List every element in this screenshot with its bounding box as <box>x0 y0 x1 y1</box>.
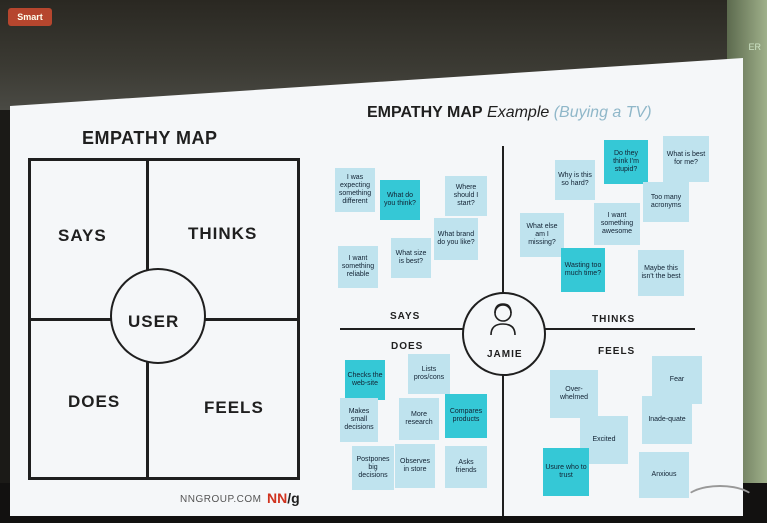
sticky-note: Anxious <box>639 452 689 498</box>
logo-nn: NN <box>267 490 288 506</box>
left-feels-label: FEELS <box>204 398 264 417</box>
sticky-note: I want something awesome <box>594 203 640 245</box>
sticky-note: Wasting too much time? <box>561 248 605 292</box>
sticky-note: Do they think I'm stupid? <box>604 140 648 184</box>
sticky-note: Too many acronyms <box>643 182 689 222</box>
user-label: USER <box>128 312 180 331</box>
sticky-note: Maybe this isn't the best <box>638 250 684 296</box>
user-circle <box>110 268 206 364</box>
sticky-note: Compares products <box>445 394 487 438</box>
store-sign: Smart <box>8 8 52 26</box>
sticky-note: Checks the web-site <box>345 360 385 400</box>
side-label: ER <box>748 42 761 52</box>
sticky-note: Lists pros/cons <box>408 354 450 394</box>
sticky-note: What brand do you like? <box>434 218 478 260</box>
right-title-bold: EMPATHY MAP <box>367 104 483 121</box>
sticky-note: I was expecting something different <box>335 168 375 212</box>
sticky-note: Inade-quate <box>642 396 692 444</box>
persona-circle <box>462 292 546 376</box>
left-map-title: EMPATHY MAP <box>82 128 218 148</box>
nng-logo: NN/g <box>267 490 300 506</box>
sticky-note: Over-whelmed <box>550 370 598 418</box>
left-says-label: SAYS <box>58 226 107 245</box>
sticky-note: What else am I missing? <box>520 213 564 257</box>
cable <box>683 485 757 519</box>
sticky-note: Makes small decisions <box>340 398 378 442</box>
sticky-note: Where should I start? <box>445 176 487 216</box>
footer-site: NNGROUP.COM <box>180 494 262 505</box>
logo-g: /g <box>287 490 300 506</box>
left-thinks-label: THINKS <box>188 224 258 243</box>
persona-icon <box>490 303 516 336</box>
left-does-label: DOES <box>68 392 121 411</box>
sticky-note: Observes in store <box>395 444 435 488</box>
sticky-note: What do you think? <box>380 180 420 220</box>
right-feels-label: FEELS <box>598 346 636 357</box>
slide-content: EMPATHY MAP USER SAYS THINKS DOES FEELS … <box>10 58 743 516</box>
persona-name: JAMIE <box>487 349 523 360</box>
right-map-title: EMPATHY MAP Example (Buying a TV) <box>367 104 652 122</box>
right-title-italic: Example <box>487 104 550 121</box>
right-does-label: DOES <box>391 341 424 352</box>
sticky-note: Usure who to trust <box>543 448 589 496</box>
sticky-note: Asks friends <box>445 446 487 488</box>
sticky-note: What is best for me? <box>663 136 709 182</box>
sticky-note: Postpones big decisions <box>352 446 394 490</box>
sticky-note: More research <box>399 398 439 440</box>
sticky-note: Why is this so hard? <box>555 160 595 200</box>
right-thinks-label: THINKS <box>592 314 636 325</box>
right-says-label: SAYS <box>390 311 421 322</box>
sticky-note: What size is best? <box>391 238 431 278</box>
right-title-paren: (Buying a TV) <box>553 104 652 121</box>
sticky-note: I want something reliable <box>338 246 378 288</box>
